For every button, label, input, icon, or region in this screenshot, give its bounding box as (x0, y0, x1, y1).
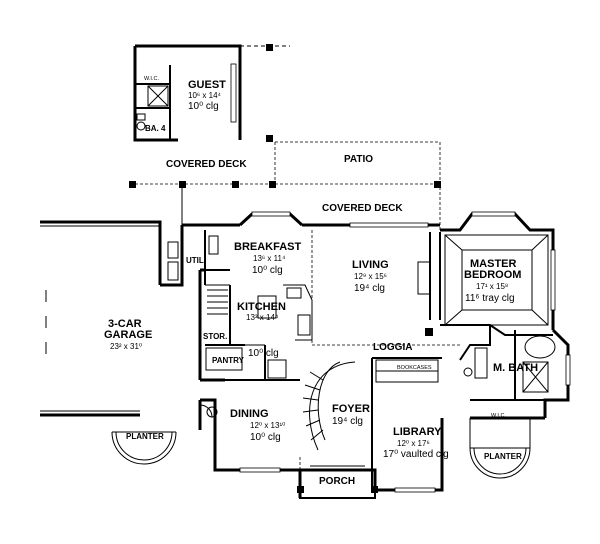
breakfast-dims: 13⁶ x 11⁴ (253, 254, 286, 263)
foyer-stairs (225, 344, 460, 490)
pantry-label: PANTRY (212, 356, 245, 365)
kitchen-ceiling: 10⁰ clg (248, 348, 279, 359)
deck-posts (129, 44, 441, 230)
garage-label-1: 3-CAR (108, 318, 142, 330)
master-bedroom-ceiling: 11⁶ tray clg (465, 293, 515, 304)
master-bedroom (440, 234, 553, 336)
dining-ceiling: 10⁰ clg (250, 432, 281, 443)
bookcases-label: BOOKCASES (397, 365, 432, 371)
master-bedroom-label-1: MASTER (470, 258, 517, 270)
kitchen-label: KITCHEN (237, 301, 286, 313)
guest-suite-walls (133, 44, 290, 142)
master-bedroom-dims: 17¹ x 15⁸ (476, 282, 508, 291)
foyer-label: FOYER (332, 403, 370, 415)
planter-right (469, 418, 531, 479)
garage-walls (40, 220, 202, 430)
dining-dims: 12⁰ x 13¹⁰ (250, 421, 285, 430)
kitchen-area (204, 230, 313, 380)
master-bath-label: M. BATH (493, 362, 538, 374)
living-label: LIVING (352, 259, 389, 271)
master-bedroom-label-2: BEDROOM (464, 269, 521, 281)
breakfast-ceiling: 10⁰ clg (252, 265, 283, 276)
porch (297, 465, 378, 499)
guest-label: GUEST (188, 79, 226, 91)
kitchen-dims: 13³ x 14⁴ (246, 313, 279, 322)
patio-label: PATIO (344, 154, 373, 165)
master-bath (459, 325, 556, 401)
master-wic-label: W.I.C. (491, 413, 506, 419)
loggia-label: LOGGIA (373, 342, 412, 353)
stor-label: STOR. (203, 332, 227, 341)
library-dims: 12⁰ x 17⁶ (397, 439, 430, 448)
util-label: UTIL. (186, 256, 206, 265)
planter-left (111, 431, 177, 465)
doors (199, 404, 218, 418)
library-label: LIBRARY (393, 426, 442, 438)
windows (239, 211, 571, 493)
breakfast-label: BREAKFAST (234, 241, 302, 253)
covered-deck-left-label: COVERED DECK (166, 159, 247, 170)
garage-dims: 23² x 31⁰ (110, 342, 142, 351)
foyer-ceiling: 19⁴ clg (332, 416, 363, 427)
dining-label: DINING (230, 408, 269, 420)
covered-deck-main-label: COVERED DECK (322, 203, 403, 214)
porch-label: PORCH (319, 476, 355, 487)
living-area (417, 232, 441, 336)
planter-right-label: PLANTER (484, 452, 522, 461)
ba4-label: BA. 4 (145, 124, 166, 133)
living-ceiling: 19⁴ clg (354, 283, 385, 294)
guest-wic-label: W.I.C. (144, 76, 159, 82)
planter-left-label: PLANTER (126, 432, 164, 441)
guest-ceiling: 10⁰ clg (188, 101, 219, 112)
living-dims: 12⁹ x 15⁶ (354, 272, 387, 281)
guest-dims: 10⁶ x 14⁴ (188, 91, 222, 100)
garage-label-2: GARAGE (104, 329, 152, 341)
library-ceiling: 17⁰ vaulted clg (383, 449, 449, 460)
